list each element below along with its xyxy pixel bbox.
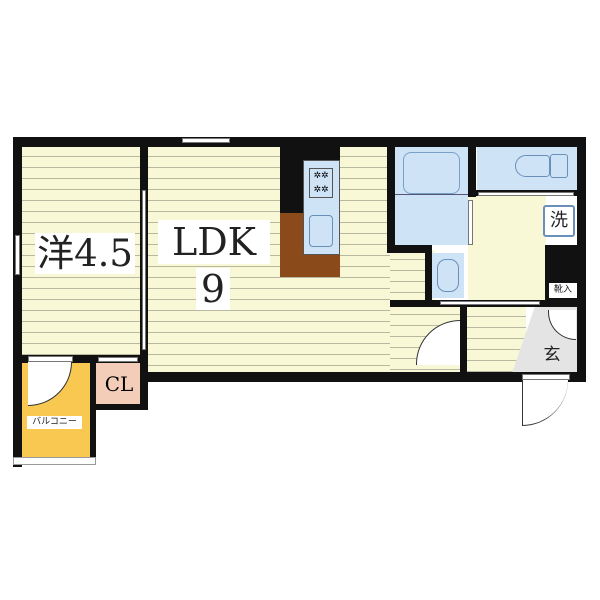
- sliding-door-washroom[interactable]: [440, 301, 540, 305]
- ldk-label: LDK: [158, 220, 270, 264]
- washer-label: 洗: [543, 205, 575, 237]
- sliding-door-toilet[interactable]: [478, 192, 574, 196]
- bathtub: [403, 152, 460, 194]
- balcony-label: バルコニー: [27, 416, 82, 429]
- closet: [96, 362, 142, 404]
- kitchen-wall-strip: [280, 213, 305, 277]
- sliding-door-western[interactable]: [142, 190, 146, 350]
- bathroom: [395, 147, 468, 245]
- wall-left: [13, 137, 22, 467]
- wall-hall: [460, 307, 467, 382]
- wall-vanity-left: [425, 245, 432, 303]
- entrance-label: 玄: [543, 345, 561, 365]
- bath-divider: [395, 194, 468, 195]
- door-swing-entrance: [522, 380, 568, 426]
- door-bath[interactable]: [468, 200, 473, 245]
- window-western: [15, 235, 20, 275]
- stove-icon: ✲✲✲✲: [309, 168, 333, 198]
- basin-icon: [437, 259, 459, 292]
- door-closet[interactable]: [98, 357, 138, 362]
- door-balcony[interactable]: [28, 356, 73, 362]
- balcony-rail: [13, 457, 96, 465]
- toilet-icon: [515, 155, 550, 177]
- wall-cl-bottom: [90, 404, 148, 410]
- wall-bath-bottom: [387, 245, 432, 253]
- shoe-closet-label: 靴入: [549, 283, 577, 298]
- ldk-size: 9: [196, 268, 230, 310]
- closet-label: CL: [104, 372, 134, 396]
- wall-bath-right: [468, 137, 476, 197]
- entrance-door[interactable]: [522, 374, 570, 380]
- wall-balcony-cl: [90, 355, 96, 465]
- western-room-label: 洋4.5: [35, 233, 135, 274]
- toilet-tank-icon: [550, 154, 568, 178]
- wall-bottom: [140, 372, 586, 382]
- wall-western-bottom: [13, 355, 148, 363]
- window-top: [182, 138, 230, 143]
- wall-bath-left: [387, 137, 395, 253]
- sink-icon: [309, 215, 333, 247]
- washroom: [468, 195, 546, 301]
